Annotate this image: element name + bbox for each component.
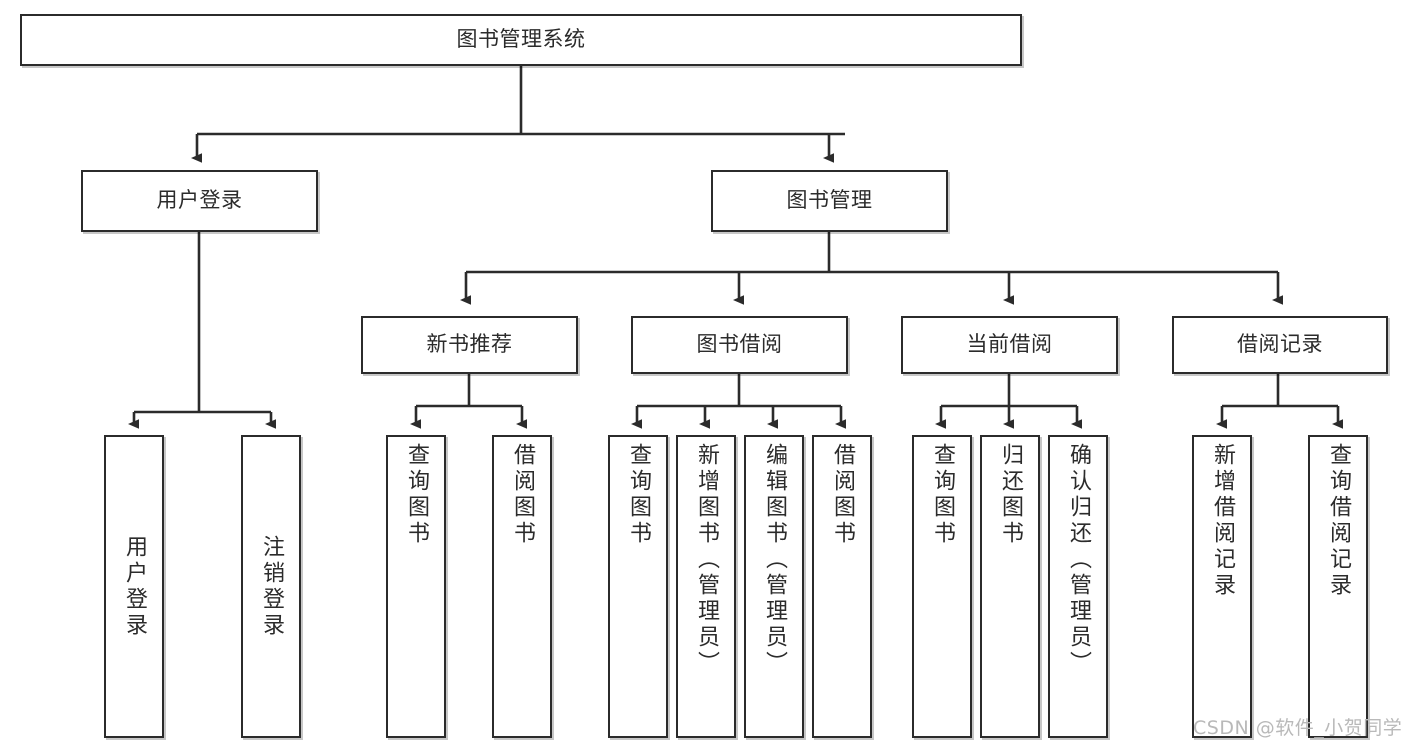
node-label: 新增图书（管理员） <box>694 443 719 677</box>
node-label: 归还图书 <box>998 443 1023 547</box>
node-label: 用户登录 <box>122 534 147 639</box>
node-label: 借阅图书 <box>510 443 535 547</box>
node-book-management[interactable]: 图书管理 <box>711 170 948 232</box>
leaf-query-book-current[interactable]: 查询图书 <box>912 435 972 738</box>
leaf-confirm-return-admin[interactable]: 确认归还（管理员） <box>1048 435 1108 738</box>
leaf-add-book-admin[interactable]: 新增图书（管理员） <box>676 435 736 738</box>
node-label: 查询借阅记录 <box>1326 443 1351 599</box>
node-label: 注销登录 <box>259 534 284 639</box>
csdn-watermark: CSDN @软件_小贺同学 <box>1193 717 1403 739</box>
node-current-borrow[interactable]: 当前借阅 <box>901 316 1118 374</box>
leaf-logout-login[interactable]: 注销登录 <box>241 435 301 738</box>
node-label: 编辑图书（管理员） <box>762 443 787 677</box>
leaf-query-book-borrow[interactable]: 查询图书 <box>608 435 668 738</box>
leaf-add-borrow-record[interactable]: 新增借阅记录 <box>1192 435 1252 738</box>
node-label: 新书推荐 <box>426 332 513 357</box>
node-book-borrow[interactable]: 图书借阅 <box>631 316 848 374</box>
leaf-query-borrow-record[interactable]: 查询借阅记录 <box>1308 435 1368 738</box>
leaf-borrow-book[interactable]: 借阅图书 <box>812 435 872 738</box>
node-label: 查询图书 <box>404 443 429 547</box>
node-borrow-records[interactable]: 借阅记录 <box>1172 316 1388 374</box>
node-label: 图书管理 <box>786 188 873 213</box>
leaf-borrow-book-recommend[interactable]: 借阅图书 <box>492 435 552 738</box>
node-new-book-recommend[interactable]: 新书推荐 <box>361 316 578 374</box>
node-label: 借阅图书 <box>830 443 855 547</box>
leaf-query-book-recommend[interactable]: 查询图书 <box>386 435 446 738</box>
leaf-user-login[interactable]: 用户登录 <box>104 435 164 738</box>
leaf-edit-book-admin[interactable]: 编辑图书（管理员） <box>744 435 804 738</box>
node-label: 图书借阅 <box>696 332 783 357</box>
node-label: 图书管理系统 <box>456 27 586 52</box>
node-root-book-management-system[interactable]: 图书管理系统 <box>20 14 1022 66</box>
leaf-return-book[interactable]: 归还图书 <box>980 435 1040 738</box>
node-label: 借阅记录 <box>1237 332 1323 357</box>
node-label: 确认归还（管理员） <box>1066 443 1091 677</box>
node-label: 新增借阅记录 <box>1210 443 1235 599</box>
node-label: 查询图书 <box>930 443 955 547</box>
node-label: 查询图书 <box>626 443 651 547</box>
node-label: 用户登录 <box>156 188 243 213</box>
node-label: 当前借阅 <box>966 332 1053 357</box>
node-user-login[interactable]: 用户登录 <box>81 170 318 232</box>
